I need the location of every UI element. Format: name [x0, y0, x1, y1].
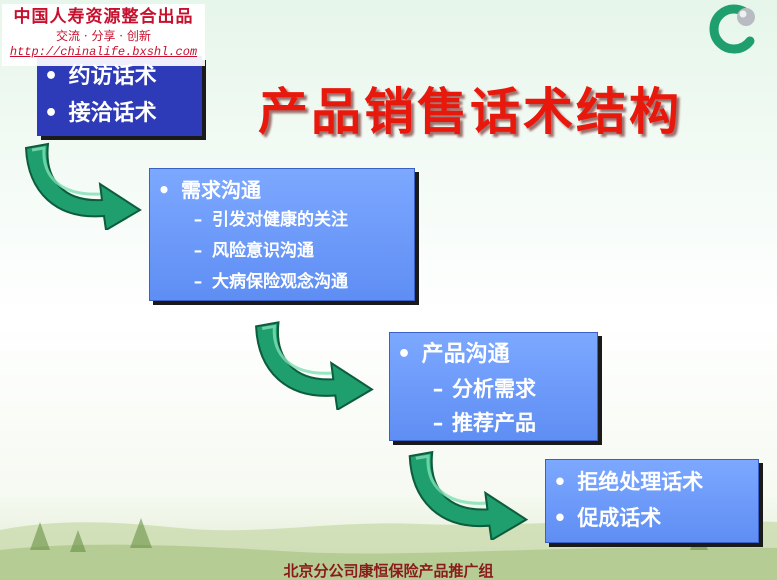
list-item-label: 接洽话术 — [68, 101, 157, 126]
list-item: • 产品沟通 — [394, 338, 597, 372]
page-title: 产品销售话术结构 — [258, 83, 682, 141]
watermark-url[interactable]: http://chinalife.bxshl.com — [9, 45, 198, 59]
sub-item-label: 大病保险观念沟通 — [212, 272, 348, 292]
sub-item: –引发对健康的关注 — [154, 205, 414, 236]
sub-item-label: 引发对健康的关注 — [212, 210, 348, 230]
company-logo-icon — [709, 4, 755, 54]
list-item-label: 产品沟通 — [421, 342, 510, 367]
curved-arrow-icon — [255, 321, 374, 410]
list-item-label: 约访话术 — [68, 64, 157, 89]
dash-icon: – — [432, 411, 444, 435]
list-item-label: 需求沟通 — [180, 178, 261, 202]
watermark-slogan: 交流 · 分享 · 创新 — [56, 29, 151, 43]
bullet-icon: • — [396, 342, 412, 367]
sub-item: –推荐产品 — [394, 406, 597, 440]
bullet-icon: • — [553, 470, 567, 494]
list-item: • 拒绝处理话术 — [550, 464, 758, 500]
list-item-label: 拒绝处理话术 — [577, 470, 704, 494]
footer-text: 北京分公司康恒保险产品推广组 — [283, 562, 494, 580]
dash-icon: – — [193, 210, 203, 230]
list-item: • 需求沟通 — [154, 175, 414, 205]
list-item: • 约访话术 — [41, 58, 202, 95]
bullet-icon: • — [553, 506, 567, 530]
curved-arrow-icon — [24, 142, 142, 230]
sub-item-label: 风险意识沟通 — [212, 241, 314, 261]
watermark: 中国人寿资源整合出品 交流 · 分享 · 创新 http://chinalife… — [2, 4, 205, 66]
box-needs-communication: • 需求沟通 –引发对健康的关注 –风险意识沟通 –大病保险观念沟通 — [149, 168, 415, 301]
sub-item-label: 推荐产品 — [452, 411, 536, 435]
bullet-icon: • — [43, 64, 59, 89]
dash-icon: – — [432, 377, 444, 401]
list-item-label: 促成话术 — [577, 506, 662, 530]
bullet-icon: • — [43, 101, 59, 126]
sub-item-label: 分析需求 — [452, 377, 536, 401]
box-closing-scripts: • 拒绝处理话术 • 促成话术 — [545, 459, 759, 543]
sub-item: –风险意识沟通 — [154, 236, 414, 267]
list-item: • 促成话术 — [550, 500, 758, 536]
dash-icon: – — [193, 272, 203, 292]
dash-icon: – — [193, 241, 203, 261]
sub-item: –大病保险观念沟通 — [154, 267, 414, 298]
watermark-title: 中国人寿资源整合出品 — [13, 7, 194, 27]
sub-item: –分析需求 — [394, 372, 597, 406]
list-item: • 接洽话术 — [41, 95, 202, 132]
curved-arrow-icon — [408, 450, 529, 540]
bullet-icon: • — [157, 178, 171, 202]
box-approach-scripts: • 约访话术 • 接洽话术 — [37, 56, 202, 136]
box-product-communication: • 产品沟通 –分析需求 –推荐产品 — [389, 332, 598, 441]
